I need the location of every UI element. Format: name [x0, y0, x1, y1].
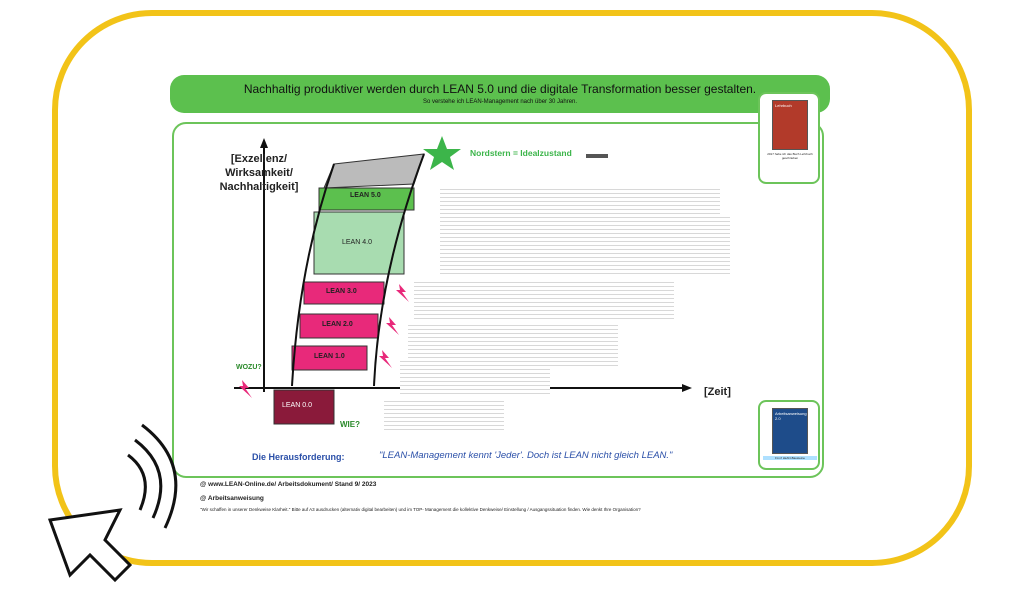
- instruction-text: "Wir schaffen in unserer Denkweise Klarh…: [200, 507, 641, 512]
- instruction-title: @ Arbeitsanweisung: [200, 495, 264, 502]
- book-cover-2: Arbeitsanweisung 2.0: [772, 408, 808, 454]
- lean-diagram: [234, 136, 692, 425]
- level-5-label: LEAN 5.0: [350, 192, 381, 199]
- wave-icon: [134, 438, 163, 519]
- banner-subtitle: So verstehe ich LEAN-Management nach übe…: [422, 99, 578, 105]
- book-caption-1: 2017 habe ich das Buch Lehrbuch geschrie…: [767, 152, 813, 160]
- lightning-icon: [239, 380, 252, 398]
- wave-icon: [141, 423, 178, 529]
- yellow-frame: [52, 10, 972, 566]
- level-3-label: LEAN 3.0: [326, 288, 357, 295]
- left-band-line: [291, 163, 335, 387]
- book-caption-2: Fü nf LEAN-Bausteine: [763, 456, 817, 460]
- north-star-label: Nordstern = Idealzustand: [470, 148, 572, 158]
- lightning-icon: [379, 350, 392, 368]
- challenge-quote: "LEAN-Management kennt 'Jeder'. Doch ist…: [379, 450, 673, 461]
- right-band-line: [373, 153, 425, 387]
- cursor-graphic: [47, 423, 178, 583]
- x-axis-label: [Zeit]: [704, 386, 731, 398]
- book-cover-1: Lehrbuch: [772, 100, 808, 150]
- text-block-5: [400, 358, 550, 396]
- wave-icon: [127, 453, 147, 511]
- challenge-label: Die Herausforderung:: [252, 452, 345, 462]
- level-0-label: LEAN 0.0: [282, 402, 312, 409]
- level-2-box: [299, 313, 379, 339]
- level-4-label: LEAN 4.0: [342, 239, 372, 246]
- north-star-icon: [423, 136, 461, 170]
- dash-mark: [586, 154, 608, 158]
- text-block-2: [440, 214, 730, 276]
- level-0-box: [273, 389, 335, 425]
- level-2-label: LEAN 2.0: [322, 321, 353, 328]
- wozu-label: WOZU?: [236, 364, 262, 371]
- nordstern-band: [323, 153, 425, 189]
- book-card-2[interactable]: Arbeitsanweisung 2.0 Fü nf LEAN-Baustein…: [758, 400, 820, 470]
- text-block-6: [384, 398, 504, 432]
- source-line: @ www.LEAN-Online.de/ Arbeitsdokument/ S…: [200, 481, 377, 488]
- level-1-label: LEAN 1.0: [314, 353, 345, 360]
- wie-label: WIE?: [340, 420, 360, 429]
- level-4-box: [313, 211, 405, 275]
- book-card-1[interactable]: Lehrbuch 2017 habe ich das Buch Lehrbuch…: [758, 92, 820, 184]
- cursor-arrow-icon: [47, 508, 133, 583]
- y-axis-label: [Exzellenz/ Wirksamkeit/ Nachhaltigkeit]: [219, 153, 299, 193]
- main-card: [Exzellenz/ Wirksamkeit/ Nachhaltigkeit]…: [172, 122, 824, 478]
- text-block-3: [414, 279, 674, 319]
- banner-title: Nachhaltig produktiver werden durch LEAN…: [243, 82, 757, 96]
- level-5-box: [318, 187, 415, 211]
- lightning-icon: [396, 284, 409, 302]
- title-banner: Nachhaltig produktiver werden durch LEAN…: [170, 75, 830, 113]
- level-1-box: [291, 345, 368, 371]
- lightning-icon: [386, 317, 399, 335]
